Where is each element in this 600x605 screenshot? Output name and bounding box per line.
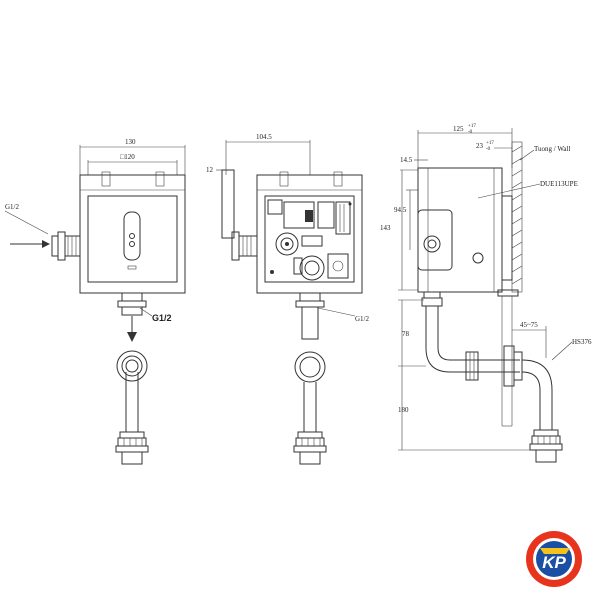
pipe-code-label: HS376	[572, 338, 592, 346]
kp-logo: KP	[526, 531, 582, 587]
dim-label-78: 78	[402, 330, 410, 338]
dim-label-45-75: 45~75	[520, 321, 538, 329]
dim-label-143: 143	[380, 224, 391, 232]
wall-section	[511, 141, 523, 293]
dim-label-104-5: 104.5	[256, 133, 272, 141]
side-inlet-port	[423, 235, 441, 253]
front-view: 130 □120 G1/2 G1/2	[4, 138, 186, 465]
dim-23-tol-upper: +17	[486, 141, 494, 146]
dim-label-94-5: 94.5	[394, 206, 407, 214]
dim-label-14-5: 14.5	[400, 156, 413, 164]
dim-label-125: 125	[453, 125, 464, 133]
middle-handle	[221, 169, 235, 239]
outlet-thread-label-front: G1/2	[152, 313, 172, 323]
flow-regulator	[299, 255, 325, 281]
dim-125-tol-lower: -0	[468, 130, 473, 135]
sensor-window	[123, 211, 141, 261]
outlet-thread-label-middle: G1/2	[355, 315, 370, 323]
dim-23-tol-lower: -0	[486, 147, 491, 152]
dim-label-120: □120	[120, 153, 135, 161]
model-label: DUE113UPE	[540, 180, 578, 188]
wall-label: Tuong / Wall	[534, 145, 570, 153]
front-cover-plate	[87, 195, 178, 283]
pipe-ring-front	[116, 350, 148, 382]
wall-hatch	[511, 145, 523, 285]
side-housing	[417, 167, 503, 293]
dim-label-23: 23	[476, 142, 484, 150]
logo-text: KP	[542, 553, 566, 572]
wall-flange	[503, 345, 515, 387]
side-view: 125 +17 -0 23 +17 -0 Tuong / Wall DUE113…	[380, 124, 592, 463]
dim-label-12: 12	[206, 166, 214, 174]
circuit-board	[283, 201, 315, 229]
dim-125-tol-upper: +17	[468, 124, 476, 129]
pipe-ring-middle	[294, 351, 326, 383]
dim-label-130: 130	[125, 138, 136, 146]
middle-view: 104.5 12	[206, 133, 370, 465]
dim-label-180: 180	[398, 406, 409, 414]
solenoid-valve	[275, 232, 299, 256]
logo-accent	[540, 548, 570, 554]
inlet-thread-label: G1/2	[5, 203, 20, 211]
